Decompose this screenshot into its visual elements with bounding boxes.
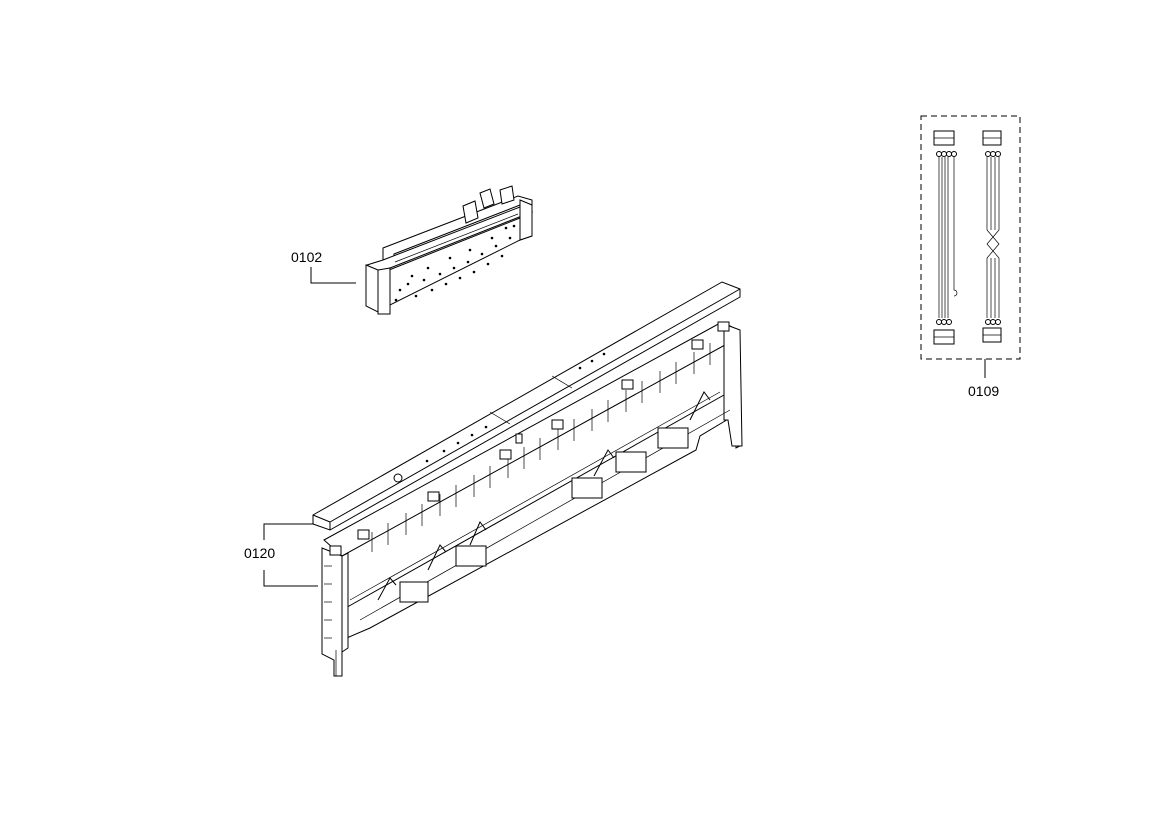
harness-boundary-box xyxy=(920,115,1021,360)
harness-left xyxy=(933,130,958,345)
part-0102-electronic-module[interactable] xyxy=(365,185,534,315)
callout-0120[interactable]: 0120 xyxy=(244,545,275,561)
panel-ribs xyxy=(371,343,711,552)
part-0120-control-panel[interactable] xyxy=(312,281,743,677)
leader-line-0120-top xyxy=(263,523,314,540)
pcb-components xyxy=(394,224,516,302)
part-0109-wiring-harness[interactable] xyxy=(920,115,1021,360)
callout-0102[interactable]: 0102 xyxy=(291,249,322,265)
harness-right xyxy=(982,130,1002,343)
leader-line-0102 xyxy=(310,267,356,284)
callout-0109[interactable]: 0109 xyxy=(968,383,999,399)
leader-line-0120-bottom xyxy=(263,570,318,587)
